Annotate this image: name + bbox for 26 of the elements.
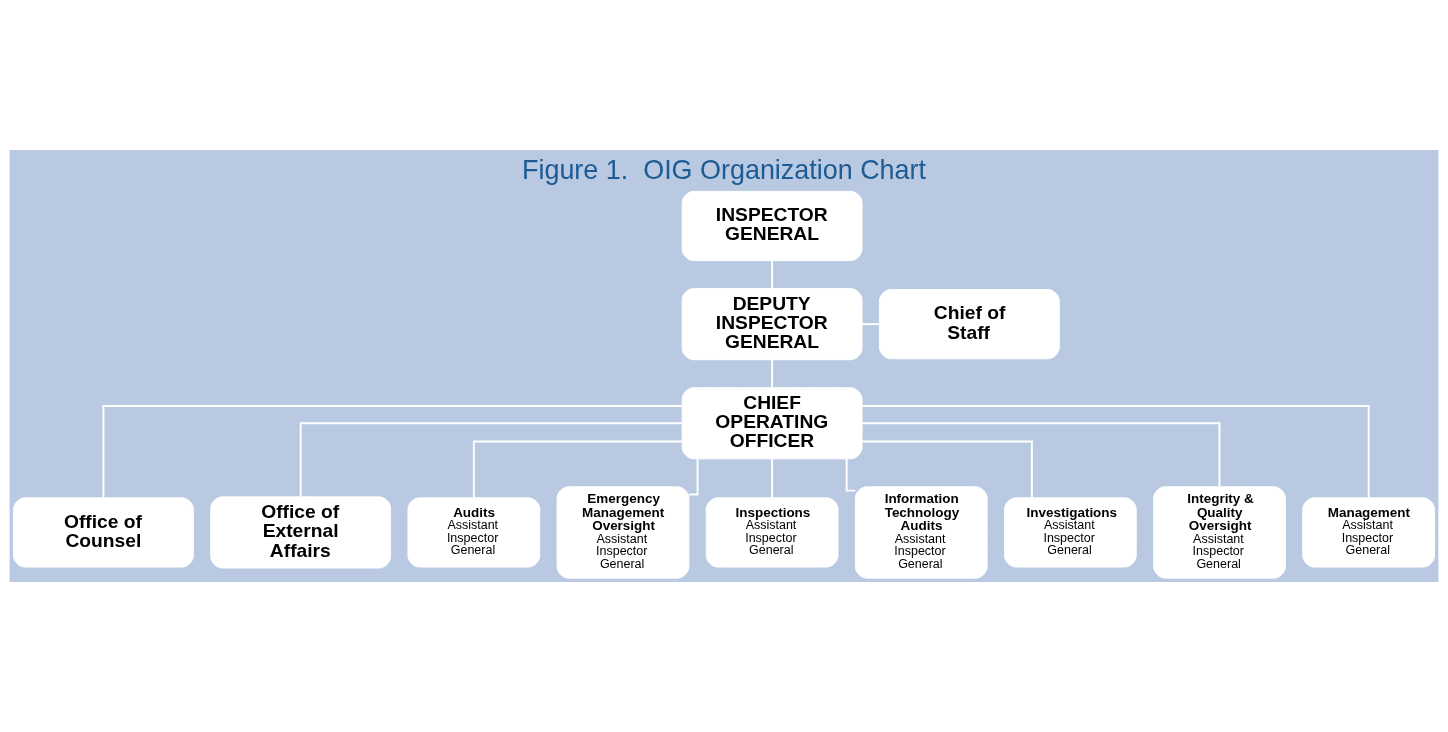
- diagram-title: Figure 1. OIG Organization Chart: [522, 155, 926, 186]
- connector: [771, 259, 774, 290]
- node-box: Investigations Assistant Inspector General: [1004, 497, 1137, 568]
- connector: [861, 323, 881, 326]
- node-box: Information Technology Audits Assistant Inspector General: [854, 486, 988, 579]
- connector: [861, 422, 1221, 488]
- node-box: Office of External Affairs: [210, 496, 392, 569]
- node-box: Integrity & Quality Oversight Assistant Inspector General: [1153, 486, 1286, 579]
- node-box: Emergency Management Oversight Assistant Inspector General: [556, 486, 690, 579]
- connector: [771, 458, 774, 499]
- node-box: CHIEF OPERATING OFFICER: [681, 387, 863, 460]
- node-box: INSPECTOR GENERAL: [681, 190, 863, 262]
- connector: [845, 457, 857, 492]
- connector: [861, 440, 1033, 499]
- node-box: Chief of Staff: [878, 289, 1060, 360]
- node-box: Office of Counsel: [13, 497, 194, 568]
- connector: [688, 458, 699, 496]
- node-box: Management Assistant Inspector General: [1302, 497, 1435, 568]
- connector: [472, 440, 683, 499]
- connector: [102, 404, 683, 499]
- node-box: DEPUTY INSPECTOR GENERAL: [681, 288, 863, 361]
- node-box: Inspections Assistant Inspector General: [705, 497, 839, 568]
- node-box: Audits Assistant Inspector General: [407, 497, 541, 568]
- connector: [299, 422, 683, 498]
- connector: [771, 358, 774, 389]
- connector: [861, 404, 1370, 499]
